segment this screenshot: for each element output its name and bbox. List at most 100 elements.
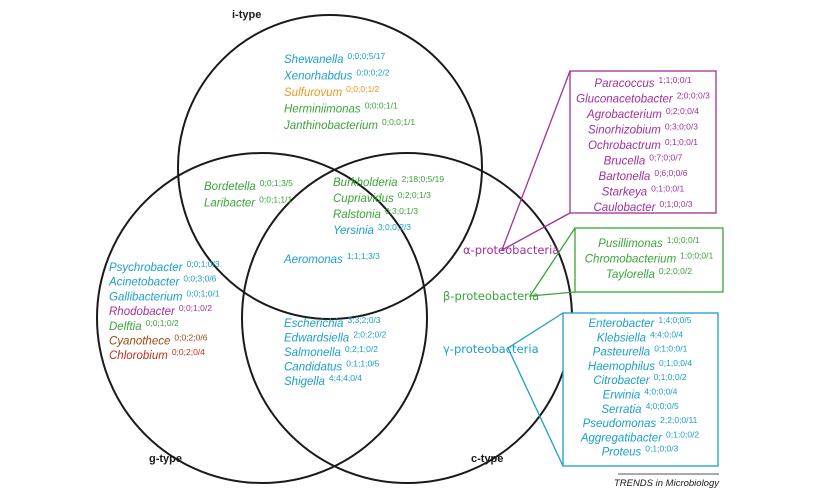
- organism-name: Erwinia: [603, 390, 641, 402]
- organism-counts: 0;2;0;0/4: [666, 106, 699, 116]
- organism-name: Aeromonas: [283, 254, 343, 266]
- organism-counts: 0;7;0;0/7: [649, 153, 682, 163]
- class-label-alpha: α-proteobacteria: [463, 243, 559, 257]
- organism-counts: 0;0;1;1/1: [259, 195, 292, 205]
- organism-counts: 4;0;0;0/4: [644, 387, 677, 397]
- organism-name: Haemophilus: [588, 361, 655, 373]
- organism-counts: 1;1;0;0/1: [659, 75, 692, 85]
- organism-name: Sulfurovum: [284, 87, 343, 99]
- organism-name: Citrobacter: [593, 375, 650, 387]
- callout-connector: [507, 312, 564, 467]
- organism-name: Xenorhabdus: [283, 71, 353, 83]
- organism-name: Enterobacter: [589, 318, 656, 330]
- organism-counts: 0;1;0;0/1: [651, 184, 684, 194]
- organism-entry: Aeromonas 1;1;1;3/3: [283, 251, 380, 266]
- organism-counts: 4;0;0;0/5: [646, 401, 679, 411]
- organism-counts: 0;2;0;1/3: [398, 190, 431, 200]
- organism-name: Candidatus: [284, 362, 342, 374]
- organism-counts: 0;1;1;0/5: [346, 359, 379, 369]
- organism-counts: 1;0;0;0/1: [667, 235, 700, 245]
- g-type-circle: [96, 152, 428, 484]
- organism-name: Serratia: [601, 404, 641, 416]
- organism-counts: 0;1;0;0/4: [659, 358, 692, 368]
- organism-name: Shigella: [284, 376, 325, 388]
- organism-name: Ralstonia: [333, 209, 381, 221]
- organism-counts: 0;0;1;0/3: [187, 259, 220, 269]
- i-type-label: i-type: [232, 9, 261, 21]
- organism-name: Proteus: [602, 447, 642, 459]
- organism-counts: 0;0;1;0/2: [179, 303, 212, 313]
- organism-name: Laribacter: [204, 198, 256, 210]
- organism-counts: 0;0;0;1/2: [346, 84, 379, 94]
- organism-name: Aggregatibacter: [580, 432, 663, 444]
- group-all-three: Aeromonas 1;1;1;3/3: [283, 251, 380, 266]
- callout-connector: [500, 70, 571, 252]
- callout-box: [569, 70, 717, 214]
- organism-name: Taylorella: [606, 269, 655, 281]
- organism-entry: Haemophilus 0;1;0;0/4: [588, 358, 692, 373]
- organism-name: Yersinia: [333, 225, 374, 237]
- callout-connector: [528, 227, 576, 297]
- organism-counts: 0;0;0;5/17: [347, 51, 385, 61]
- c-type-label: c-type: [471, 453, 503, 465]
- organism-name: Ochrobactrum: [588, 140, 661, 152]
- organism-name: Psychrobacter: [109, 262, 184, 274]
- organism-name: Cyanothece: [109, 336, 170, 348]
- organism-counts: 0;0;1;3/5: [260, 178, 293, 188]
- organism-counts: 0;1;0;0/3: [645, 444, 678, 454]
- organism-counts: 0;6;0;0/6: [654, 168, 687, 178]
- callout-box: [562, 312, 719, 467]
- organism-counts: 0;3;0;1/3: [385, 206, 418, 216]
- organism-name: Edwardsiella: [284, 333, 349, 345]
- organism-name: Chromobacterium: [585, 254, 677, 266]
- organism-name: Acinetobacter: [108, 277, 180, 289]
- organism-counts: 1;0;0;0/1: [680, 251, 713, 261]
- organism-counts: 0;1;0;0/2: [666, 429, 699, 439]
- organism-counts: 0;2;1;0/2: [345, 344, 378, 354]
- organism-counts: 1;1;1;3/3: [347, 251, 380, 261]
- organism-name: Escherichia: [284, 318, 343, 330]
- organism-counts: 0;1;0;0/1: [654, 344, 687, 354]
- organism-counts: 2;2;0;0/11: [660, 415, 697, 425]
- organism-name: Brucella: [604, 156, 646, 168]
- class-label-gamma: γ-proteobacteria: [443, 342, 539, 356]
- organism-counts: 0;0;0;1/1: [382, 117, 415, 127]
- organism-name: Pasteurella: [593, 347, 651, 359]
- organism-name: Herminiimonas: [284, 104, 361, 116]
- organism-name: Chlorobium: [109, 350, 168, 362]
- organism-counts: 4;4;0;0/4: [650, 329, 683, 339]
